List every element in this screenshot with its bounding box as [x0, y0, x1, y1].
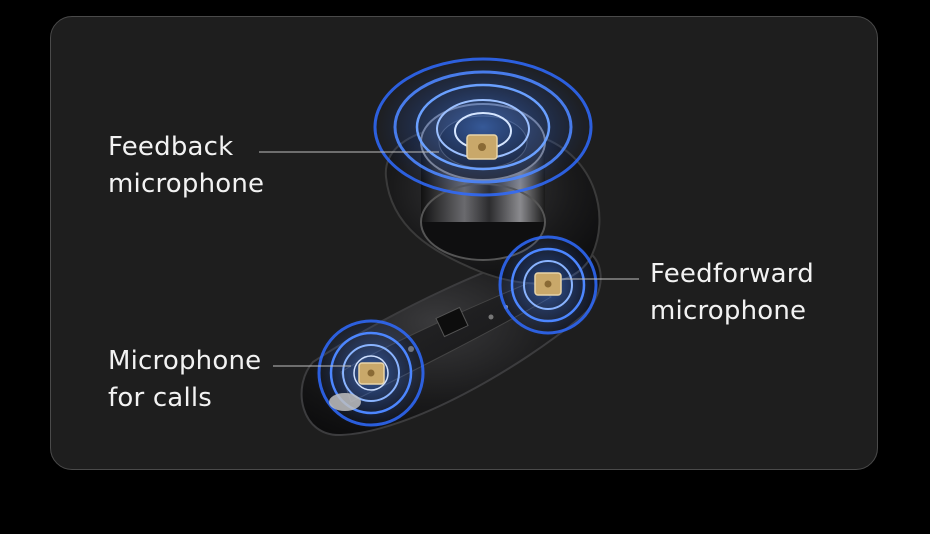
feedforward-label-line1: Feedforward — [650, 259, 814, 289]
feedforward-microphone-label: Feedforward microphone — [650, 256, 814, 330]
feedback-sound-rings — [373, 57, 593, 197]
stem-port — [329, 393, 361, 411]
calls-microphone-label: Microphone for calls — [108, 343, 261, 417]
feedback-microphone-label: Feedback microphone — [108, 129, 264, 203]
processor-chip — [435, 306, 469, 338]
calls-label-line2: for calls — [108, 383, 213, 413]
feedback-label-line2: microphone — [108, 169, 265, 199]
feature-card: Feedback microphone Feedforward micropho… — [50, 16, 878, 470]
feedforward-label-line2: microphone — [650, 296, 807, 326]
earbud-illustration — [259, 57, 639, 437]
feedback-label-line1: Feedback — [108, 132, 234, 162]
calls-label-line1: Microphone — [108, 346, 262, 376]
